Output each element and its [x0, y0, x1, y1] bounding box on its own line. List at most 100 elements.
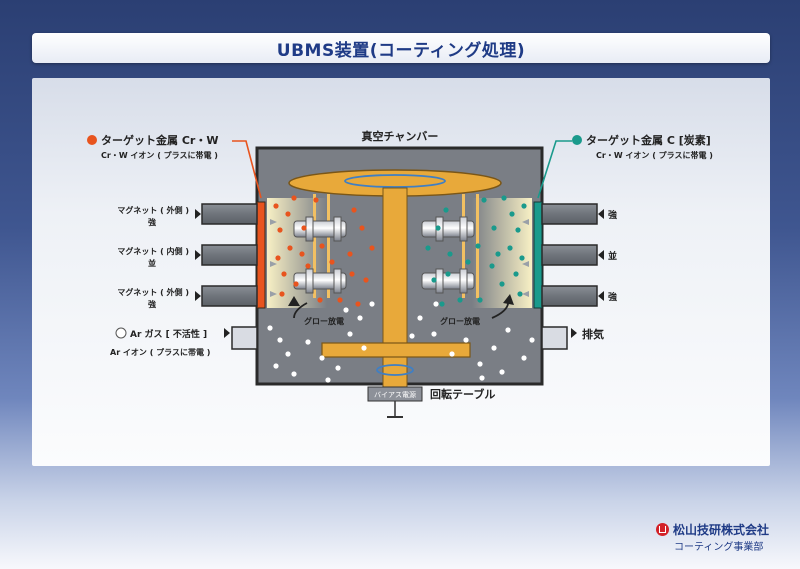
- glow-arrow-left-head: [288, 296, 300, 306]
- ion-particle: [349, 271, 355, 277]
- bias-power-label: バイアス電源: [374, 390, 416, 399]
- ion-particle: [287, 245, 293, 251]
- target-right-title: ターゲット金属 C [炭素]: [586, 133, 711, 147]
- gas-inlet-arrow: [224, 328, 230, 338]
- exhaust-port: [541, 326, 568, 350]
- glow-arrow-right-head: [503, 294, 514, 305]
- ion-particle: [335, 365, 341, 371]
- ion-particle: [329, 259, 335, 265]
- ubms-diagram: バイアス電源 真空チャンバー ターゲット金属 Cr・W Cr・W イオン ( プ…: [87, 129, 713, 418]
- ion-particles: [267, 195, 535, 383]
- gas-inlet-port: [231, 326, 258, 350]
- ion-particle: [347, 251, 353, 257]
- ion-particle: [449, 351, 455, 357]
- ion-particle: [425, 245, 431, 251]
- magnet-left-label-3: マグネット ( 外側 ): [117, 287, 189, 297]
- magnet-right-3: [541, 285, 598, 307]
- ion-particle: [355, 301, 361, 307]
- exhaust-arrow: [571, 328, 577, 338]
- ion-particle: [325, 377, 331, 383]
- ion-particle: [433, 301, 439, 307]
- magnet-left-arrow-2: [195, 250, 201, 260]
- ion-particle: [447, 251, 453, 257]
- ion-particle: [301, 225, 307, 231]
- ion-particle: [409, 333, 415, 339]
- ion-particle: [299, 251, 305, 257]
- department-name: コーティング事業部: [674, 542, 764, 553]
- ion-particle: [319, 355, 325, 361]
- ion-particle: [347, 331, 353, 337]
- glow-right: [472, 198, 532, 308]
- ion-particle: [515, 227, 521, 233]
- ion-particle: [477, 361, 483, 367]
- page-title: UBMS装置(コーティング処理): [276, 40, 526, 61]
- ar-gas-title: Ar ガス [ 不活性 ]: [130, 328, 207, 340]
- rod: [462, 194, 465, 298]
- magnet-right-arrow-3: [598, 291, 604, 301]
- ion-particle: [275, 255, 281, 261]
- magnet-left-arrow-3: [195, 291, 201, 301]
- rod: [313, 194, 316, 298]
- rotating-table-label: 回転テーブル: [430, 387, 495, 401]
- ion-particle: [317, 297, 323, 303]
- ion-particle: [505, 327, 511, 333]
- ion-particle: [313, 197, 319, 203]
- ion-particle: [273, 203, 279, 209]
- ion-particle: [443, 207, 449, 213]
- magnet-left-3: [201, 285, 258, 307]
- ion-particle: [281, 271, 287, 277]
- ion-particle: [489, 263, 495, 269]
- glow-right-label: グロー放電: [440, 316, 480, 326]
- ion-particle: [319, 243, 325, 249]
- glow-left: [267, 198, 327, 308]
- ion-particle: [491, 225, 497, 231]
- workpiece-group-left-top: [293, 216, 347, 242]
- magnet-left-1: [201, 203, 258, 225]
- company-logo: 松山技研株式会社: [656, 521, 769, 538]
- ion-particle: [517, 291, 523, 297]
- company-name: 松山技研株式会社: [673, 523, 770, 537]
- ar-gas-sub: Ar イオン ( プラスに帯電 ): [110, 347, 210, 357]
- ion-particle: [363, 277, 369, 283]
- target-left-leader: [232, 140, 262, 199]
- target-left-title: ターゲット金属 Cr・W: [101, 133, 218, 147]
- ion-particle: [285, 211, 291, 217]
- ion-particle: [529, 337, 535, 343]
- ion-particle: [291, 195, 297, 201]
- ion-particle: [477, 297, 483, 303]
- bottom-plate: [321, 342, 471, 358]
- ion-particle: [431, 277, 437, 283]
- magnet-right-strength-1: 強: [608, 209, 617, 221]
- ion-particle: [337, 297, 343, 303]
- magnet-left-label-1: マグネット ( 外側 ): [117, 205, 189, 215]
- target-right-sub: Cr・W イオン ( プラスに帯電 ): [596, 150, 713, 160]
- top-disc-spin-arrow: [344, 174, 446, 188]
- ion-particle: [499, 369, 505, 375]
- magnet-left-strength-1: 強: [148, 217, 156, 227]
- ion-particle: [445, 271, 451, 277]
- magnet-right-strength-3: 強: [608, 291, 617, 303]
- ion-particle: [507, 245, 513, 251]
- ion-particle: [501, 195, 507, 201]
- ion-particle: [305, 339, 311, 345]
- workpiece-group-right-bottom: [421, 268, 475, 294]
- magnet-right-strength-2: 並: [608, 250, 617, 262]
- ion-particle: [491, 345, 497, 351]
- ion-particle: [417, 315, 423, 321]
- ion-particle: [435, 225, 441, 231]
- ion-particle: [351, 207, 357, 213]
- ion-particle: [369, 301, 375, 307]
- ion-particle: [291, 371, 297, 377]
- ion-particle: [357, 315, 363, 321]
- ion-particle: [431, 331, 437, 337]
- ion-particle: [267, 325, 273, 331]
- center-shaft: [382, 187, 408, 401]
- target-left-sub: Cr・W イオン ( プラスに帯電 ): [101, 150, 218, 160]
- glow-left-label: グロー放電: [304, 316, 344, 326]
- magnet-left-2: [201, 244, 258, 266]
- ion-particle: [293, 281, 299, 287]
- shaft-spin-arrow: [376, 364, 414, 376]
- ion-particle: [277, 337, 283, 343]
- ion-particle: [465, 259, 471, 265]
- ion-particle: [495, 251, 501, 257]
